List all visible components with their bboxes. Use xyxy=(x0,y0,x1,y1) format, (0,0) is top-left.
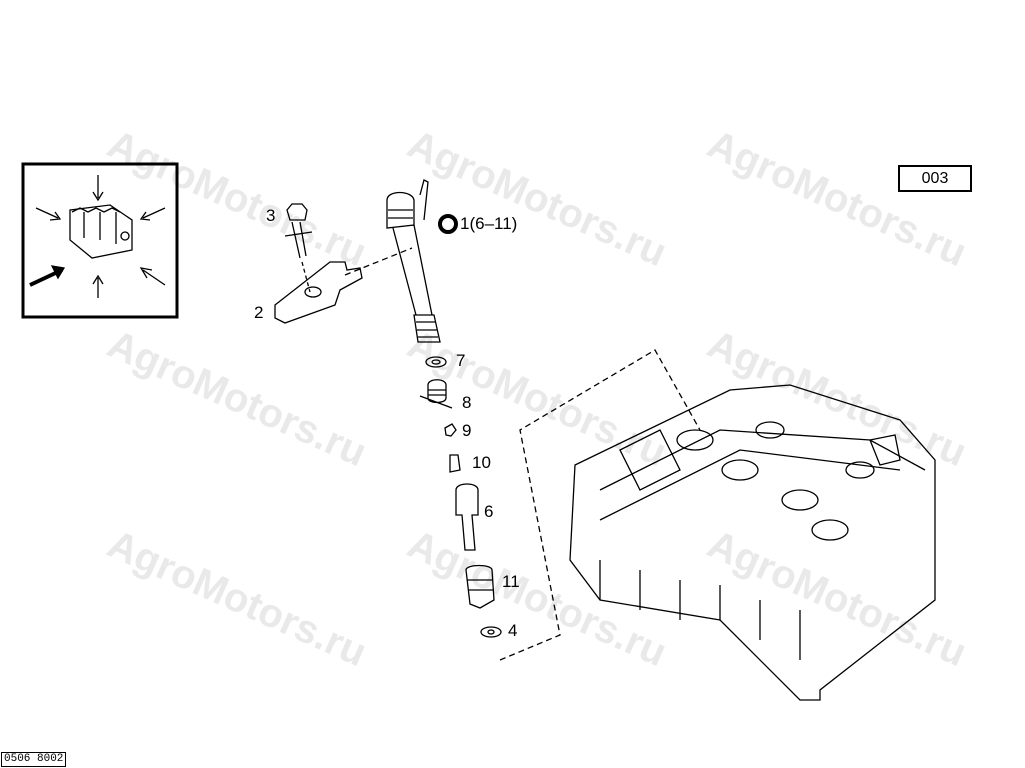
bolt-part-3 xyxy=(284,203,313,293)
callout-10: 10 xyxy=(472,453,491,472)
small-parts xyxy=(419,356,502,638)
injector-part-1 xyxy=(386,179,441,343)
callout-9: 9 xyxy=(462,421,472,440)
reference-box: 003 xyxy=(898,165,972,192)
o-ring-icon xyxy=(438,214,458,234)
callout-11: 11 xyxy=(502,572,520,591)
clamp-part-2 xyxy=(274,247,413,324)
callout-1: 1(6–11) xyxy=(460,214,518,233)
callout-3: 3 xyxy=(266,206,276,225)
assembly-guide-line xyxy=(499,349,701,661)
engine-locator-inset xyxy=(21,162,179,319)
cylinder-head xyxy=(569,384,936,701)
callout-6: 6 xyxy=(484,502,494,521)
drawing-code: 0506 8002 xyxy=(1,752,67,767)
callout-8: 8 xyxy=(462,393,472,412)
callout-4: 4 xyxy=(508,621,518,640)
callout-7: 7 xyxy=(456,351,466,370)
callout-2: 2 xyxy=(254,303,264,322)
